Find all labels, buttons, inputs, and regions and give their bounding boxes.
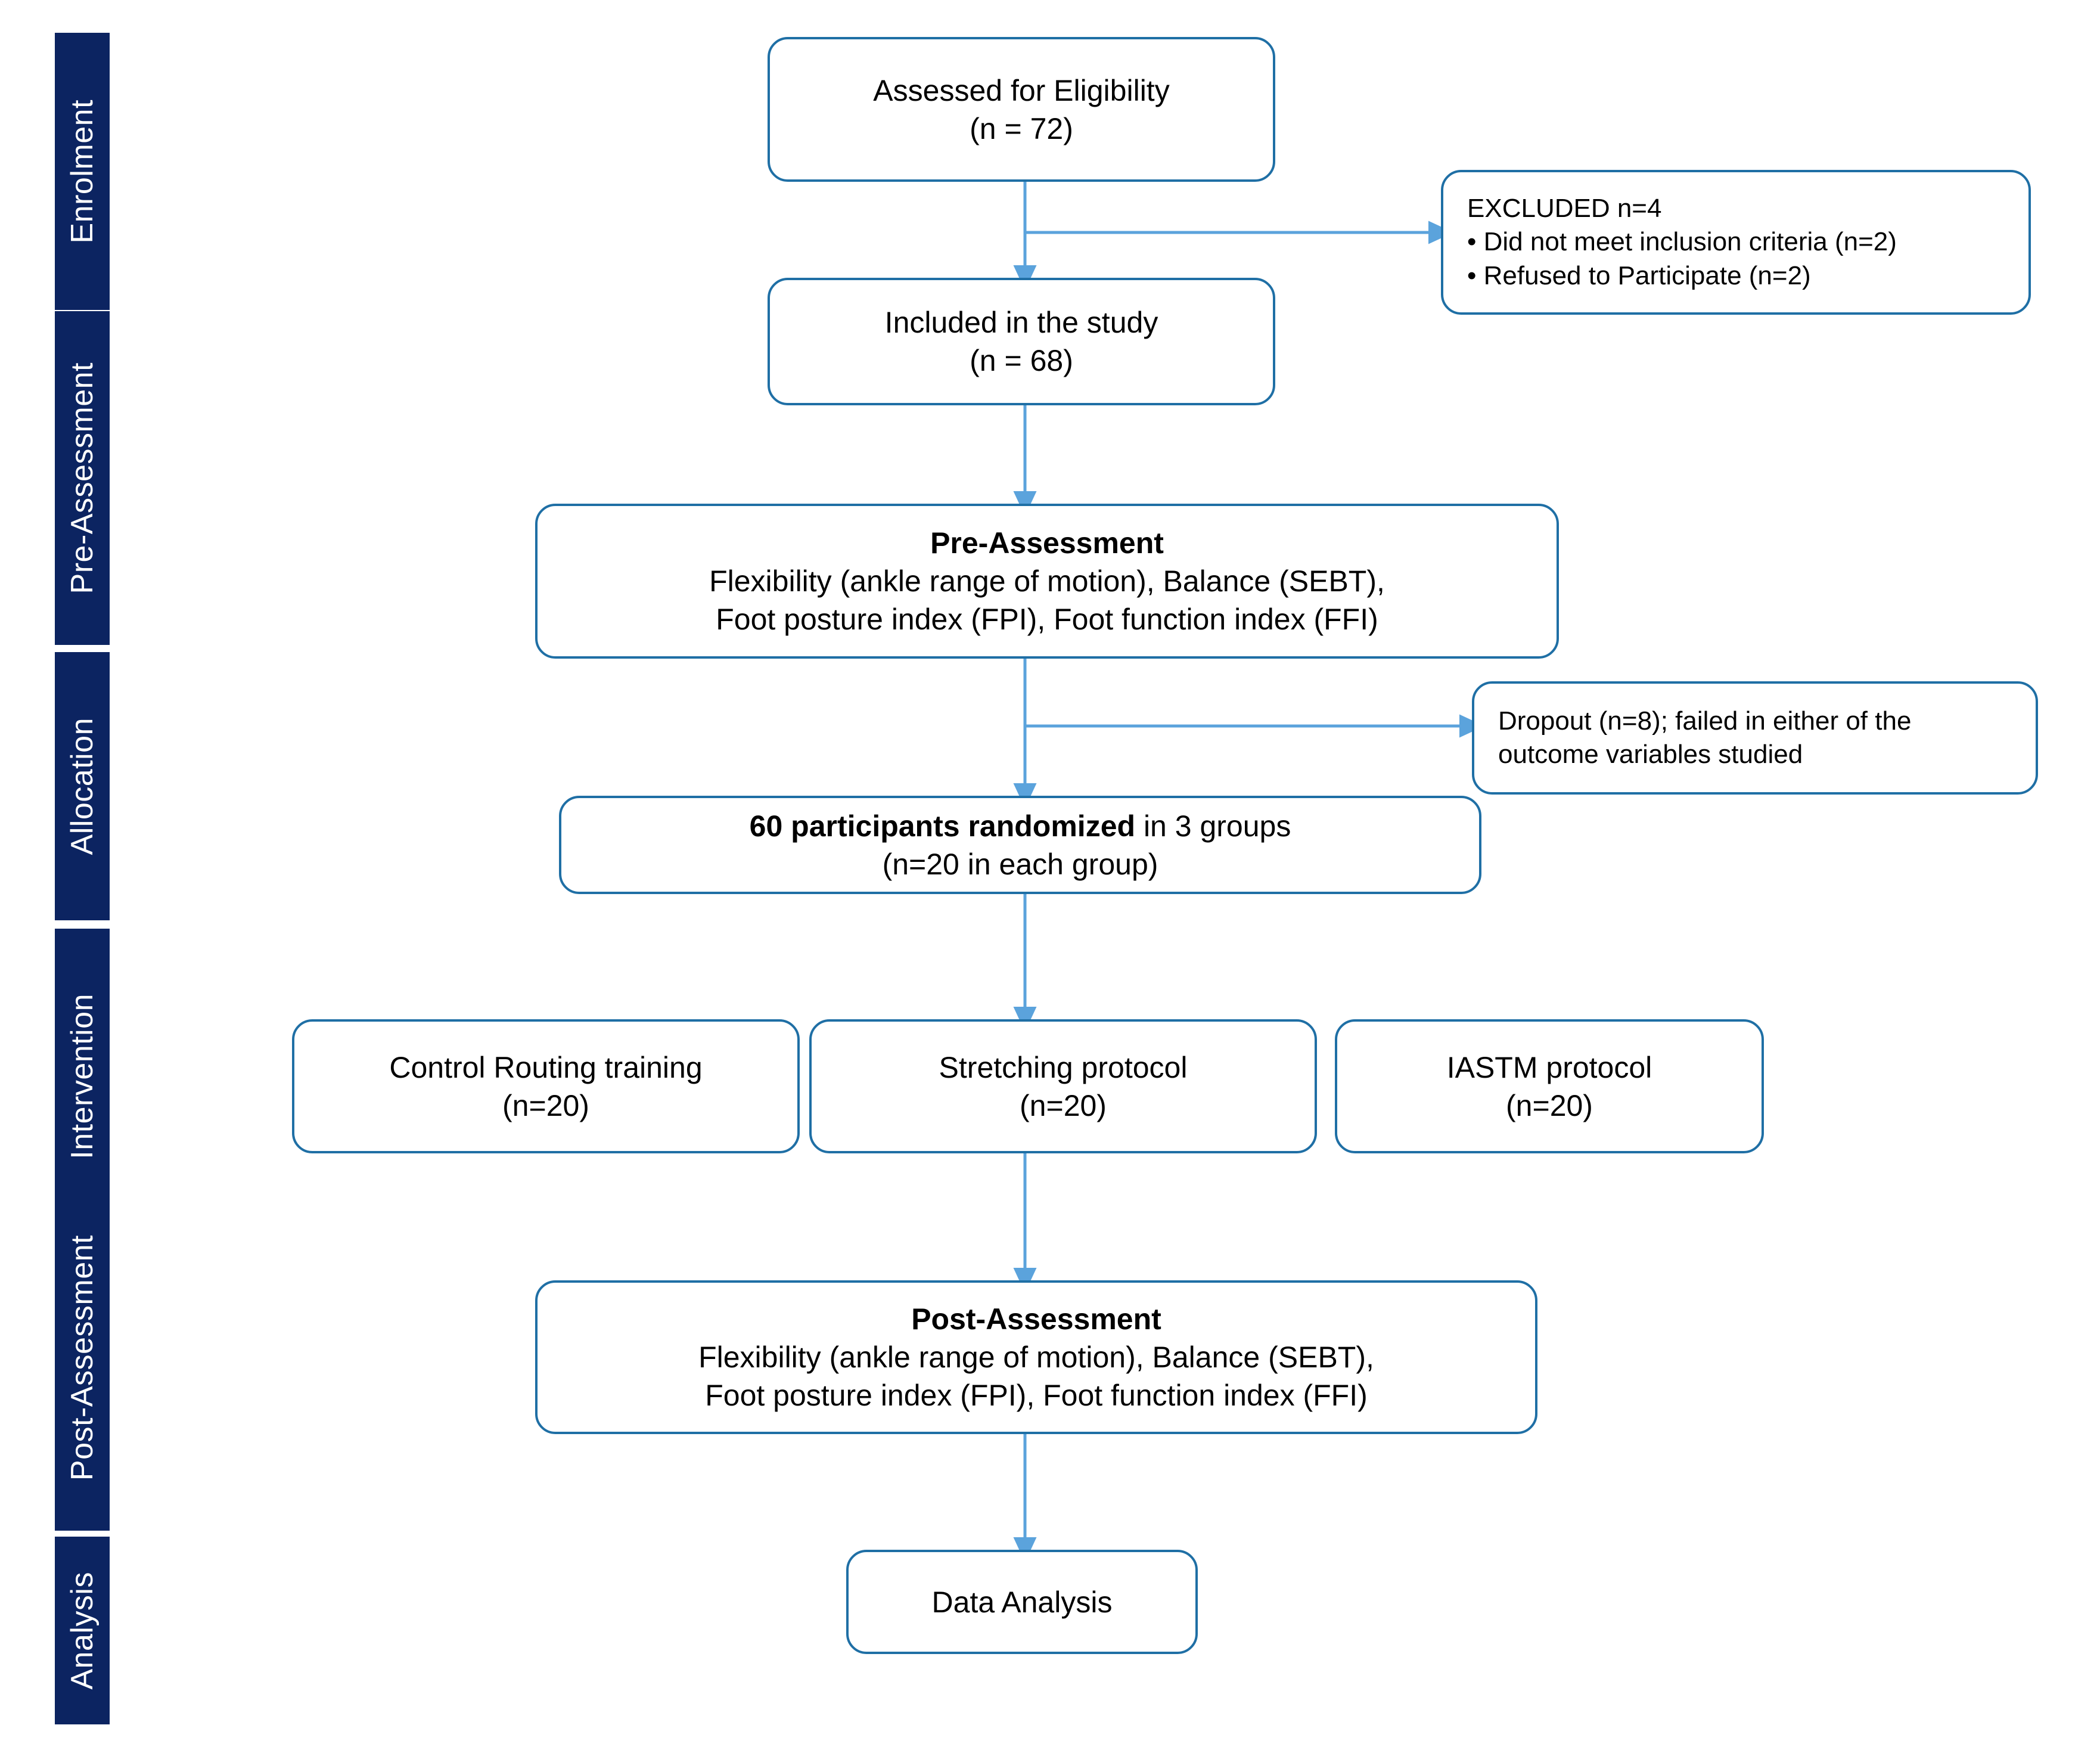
node-post-assessment: Post-Assessment Flexibility (ankle range… <box>535 1280 1537 1434</box>
node-excluded-bullet-1: • Did not meet inclusion criteria (n=2) <box>1467 227 1897 257</box>
node-post-assessment-line2: Foot posture index (FPI), Foot function … <box>705 1379 1368 1412</box>
phase-label-post-assessment: Post-Assessment <box>65 1234 100 1481</box>
node-randomized-rest: in 3 groups <box>1135 809 1291 843</box>
node-pre-assessment-title: Pre-Assessment <box>930 526 1164 560</box>
phase-band-enrolment: Enrolment <box>55 33 110 310</box>
phase-band-intervention: Intervention <box>55 929 110 1224</box>
node-group-iastm-line2: (n=20) <box>1506 1088 1593 1122</box>
node-pre-assessment: Pre-Assessment Flexibility (ankle range … <box>535 504 1559 659</box>
node-group-control-line1: Control Routing training <box>389 1050 703 1084</box>
node-assessed-for-eligibility: Assessed for Eligibility (n = 72) <box>768 37 1275 182</box>
phase-label-allocation: Allocation <box>65 717 100 855</box>
node-post-assessment-title: Post-Assessment <box>911 1302 1161 1336</box>
node-randomized-line1: 60 participants randomized in 3 groups <box>577 807 1464 845</box>
node-included-line1: Included in the study <box>884 306 1158 339</box>
node-pre-assessment-line2: Foot posture index (FPI), Foot function … <box>716 603 1378 636</box>
node-randomized-bold: 60 participants randomized <box>749 809 1136 843</box>
phase-band-allocation: Allocation <box>55 652 110 920</box>
node-assessed-line1: Assessed for Eligibility <box>873 73 1170 107</box>
node-dropout-line1: Dropout (n=8); failed in either of the <box>1498 706 1912 736</box>
node-excluded-bullet-2: • Refused to Participate (n=2) <box>1467 260 1811 290</box>
phase-band-pre-assessment: Pre-Assessment <box>55 311 110 645</box>
node-included-line2: (n = 68) <box>970 344 1073 377</box>
node-dropout: Dropout (n=8); failed in either of the o… <box>1472 681 2038 795</box>
node-data-analysis-line1: Data Analysis <box>931 1585 1113 1619</box>
node-group-stretching-line1: Stretching protocol <box>939 1050 1188 1084</box>
phase-label-enrolment: Enrolment <box>65 99 100 244</box>
phase-band-post-assessment: Post-Assessment <box>55 1185 110 1531</box>
node-post-assessment-line1: Flexibility (ankle range of motion), Bal… <box>698 1341 1374 1374</box>
node-group-iastm: IASTM protocol (n=20) <box>1335 1019 1764 1153</box>
node-group-stretching: Stretching protocol (n=20) <box>809 1019 1317 1153</box>
node-pre-assessment-line1: Flexibility (ankle range of motion), Bal… <box>709 564 1385 598</box>
node-dropout-line2: outcome variables studied <box>1498 740 1803 769</box>
phase-band-analysis: Analysis <box>55 1537 110 1724</box>
node-randomized-line2: (n=20 in each group) <box>882 847 1158 881</box>
node-data-analysis: Data Analysis <box>846 1550 1198 1654</box>
phase-label-analysis: Analysis <box>65 1571 100 1690</box>
node-group-iastm-line1: IASTM protocol <box>1446 1050 1652 1084</box>
node-randomized: 60 participants randomized in 3 groups (… <box>559 796 1481 894</box>
node-excluded: EXCLUDED n=4 • Did not meet inclusion cr… <box>1441 170 2031 315</box>
node-group-control-line2: (n=20) <box>502 1088 589 1122</box>
node-excluded-title: EXCLUDED n=4 <box>1467 194 1662 224</box>
node-assessed-line2: (n = 72) <box>970 111 1073 145</box>
node-included-in-study: Included in the study (n = 68) <box>768 278 1275 405</box>
node-group-control: Control Routing training (n=20) <box>292 1019 800 1153</box>
node-group-stretching-line2: (n=20) <box>1020 1088 1107 1122</box>
phase-label-intervention: Intervention <box>65 994 100 1159</box>
phase-label-pre-assessment: Pre-Assessment <box>65 362 100 594</box>
